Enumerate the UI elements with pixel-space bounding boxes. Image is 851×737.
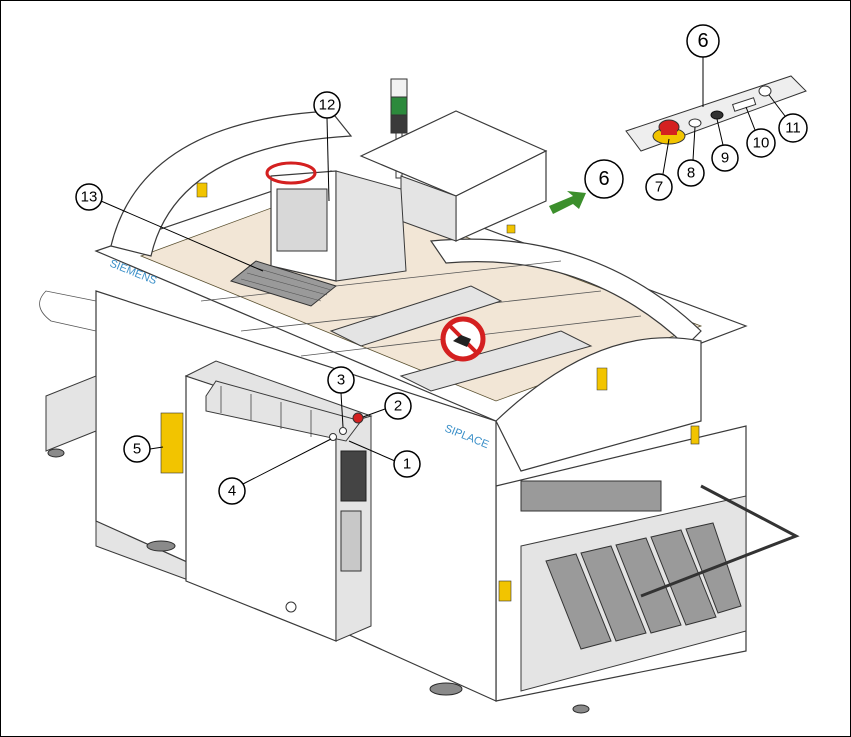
callout-7: 7 [655,179,663,196]
no-touch-sign [443,319,483,359]
tower-lock [286,602,296,612]
rear-warning-sticker [507,225,515,233]
control-panel-detail [626,76,806,151]
callout-3: 3 [337,372,345,389]
detail-button-9 [711,111,723,119]
leader-9 [717,119,723,145]
left-trolley [46,376,96,451]
foot-left [147,541,175,551]
control-button-3 [340,428,347,435]
callout-8: 8 [687,165,695,182]
foot-trolley [573,705,589,713]
callout-13: 13 [81,189,98,206]
callout-4: 4 [228,483,236,500]
detail-button-8 [689,119,701,127]
callout-2: 2 [394,398,402,415]
monitor [267,163,406,281]
right-hood-warning-sticker [597,368,607,390]
callout-12: 12 [319,97,336,114]
callout-1: 1 [403,456,411,473]
callout-11: 11 [785,120,801,137]
right-side-warning-sticker [691,426,699,444]
side-warning-label [161,413,183,473]
green-arrow [549,191,586,214]
callout-6-detail: 6 [697,30,708,52]
pneumatic-unit [341,511,361,571]
feeder-bank [521,481,661,511]
left-handle-rail [40,291,96,331]
callout-10: 10 [753,135,770,152]
foot-front [430,683,462,695]
front-warning-sticker [499,581,511,601]
callout-9: 9 [721,150,729,167]
detail-key-switch [759,86,771,96]
emergency-stop-button [353,413,363,423]
foot-left-trolley [48,449,64,457]
vent-grille [341,451,366,501]
callout-5: 5 [133,441,141,458]
hood-warning-sticker [197,183,207,197]
callout-6-main: 6 [598,168,609,190]
